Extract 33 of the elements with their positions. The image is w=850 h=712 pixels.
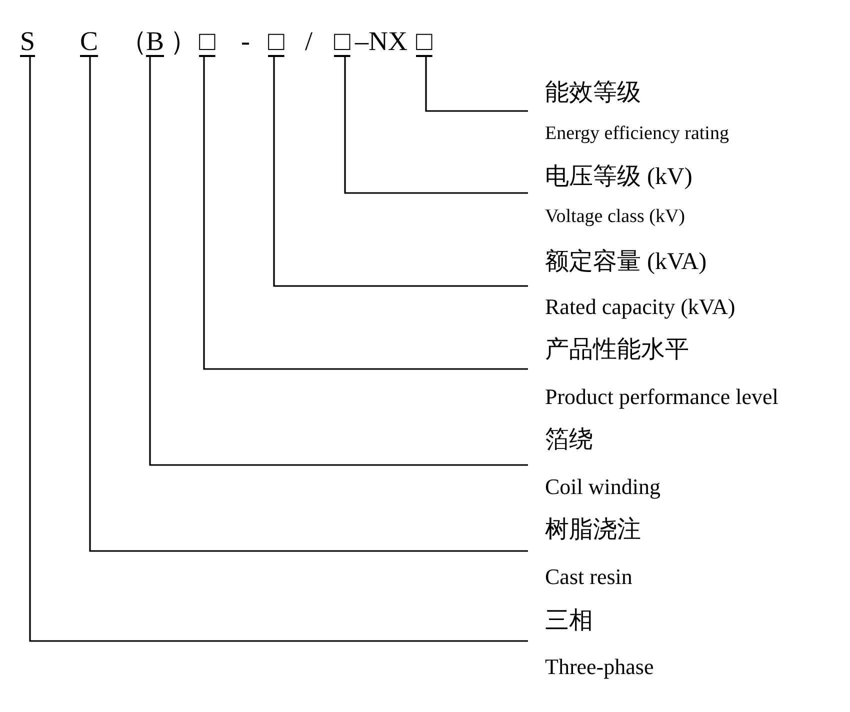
leader-line xyxy=(273,56,528,287)
chinese-label: 树脂浇注 xyxy=(545,517,641,545)
leader-line xyxy=(203,56,528,370)
english-label: Three-phase xyxy=(545,654,654,680)
english-label: Energy efficiency rating xyxy=(545,123,729,145)
chinese-label: 产品性能水平 xyxy=(545,337,689,365)
code-letter: S xyxy=(20,26,36,56)
chinese-label: 三相 xyxy=(545,608,593,636)
leader-line xyxy=(29,56,528,642)
placeholder-symbol: □ xyxy=(416,26,432,56)
code-separator: （ xyxy=(120,26,147,56)
placeholder-symbol: □ xyxy=(334,26,350,56)
code-letter: C xyxy=(80,26,98,56)
chinese-label: 额定容量 (kVA) xyxy=(545,249,707,277)
placeholder-symbol: □ xyxy=(268,26,284,56)
leader-line xyxy=(425,56,528,112)
leader-line xyxy=(149,56,528,466)
code-separator: ） xyxy=(170,26,197,56)
code-separator: / xyxy=(305,26,313,56)
english-label: Cast resin xyxy=(545,564,632,590)
code-letter: B xyxy=(146,26,164,56)
english-label: Coil winding xyxy=(545,474,661,500)
placeholder-symbol: □ xyxy=(199,26,216,56)
chinese-label: 箔绕 xyxy=(545,427,593,455)
english-label: Product performance level xyxy=(545,384,778,410)
leader-line xyxy=(344,56,528,194)
english-label: Rated capacity (kVA) xyxy=(545,294,736,320)
chinese-label: 能效等级 xyxy=(545,80,641,108)
leader-line xyxy=(89,56,528,552)
code-separator: - xyxy=(241,26,250,56)
chinese-label: 电压等级 (kV) xyxy=(545,164,692,192)
english-label: Voltage class (kV) xyxy=(545,206,686,228)
code-separator: –NX xyxy=(355,26,408,56)
